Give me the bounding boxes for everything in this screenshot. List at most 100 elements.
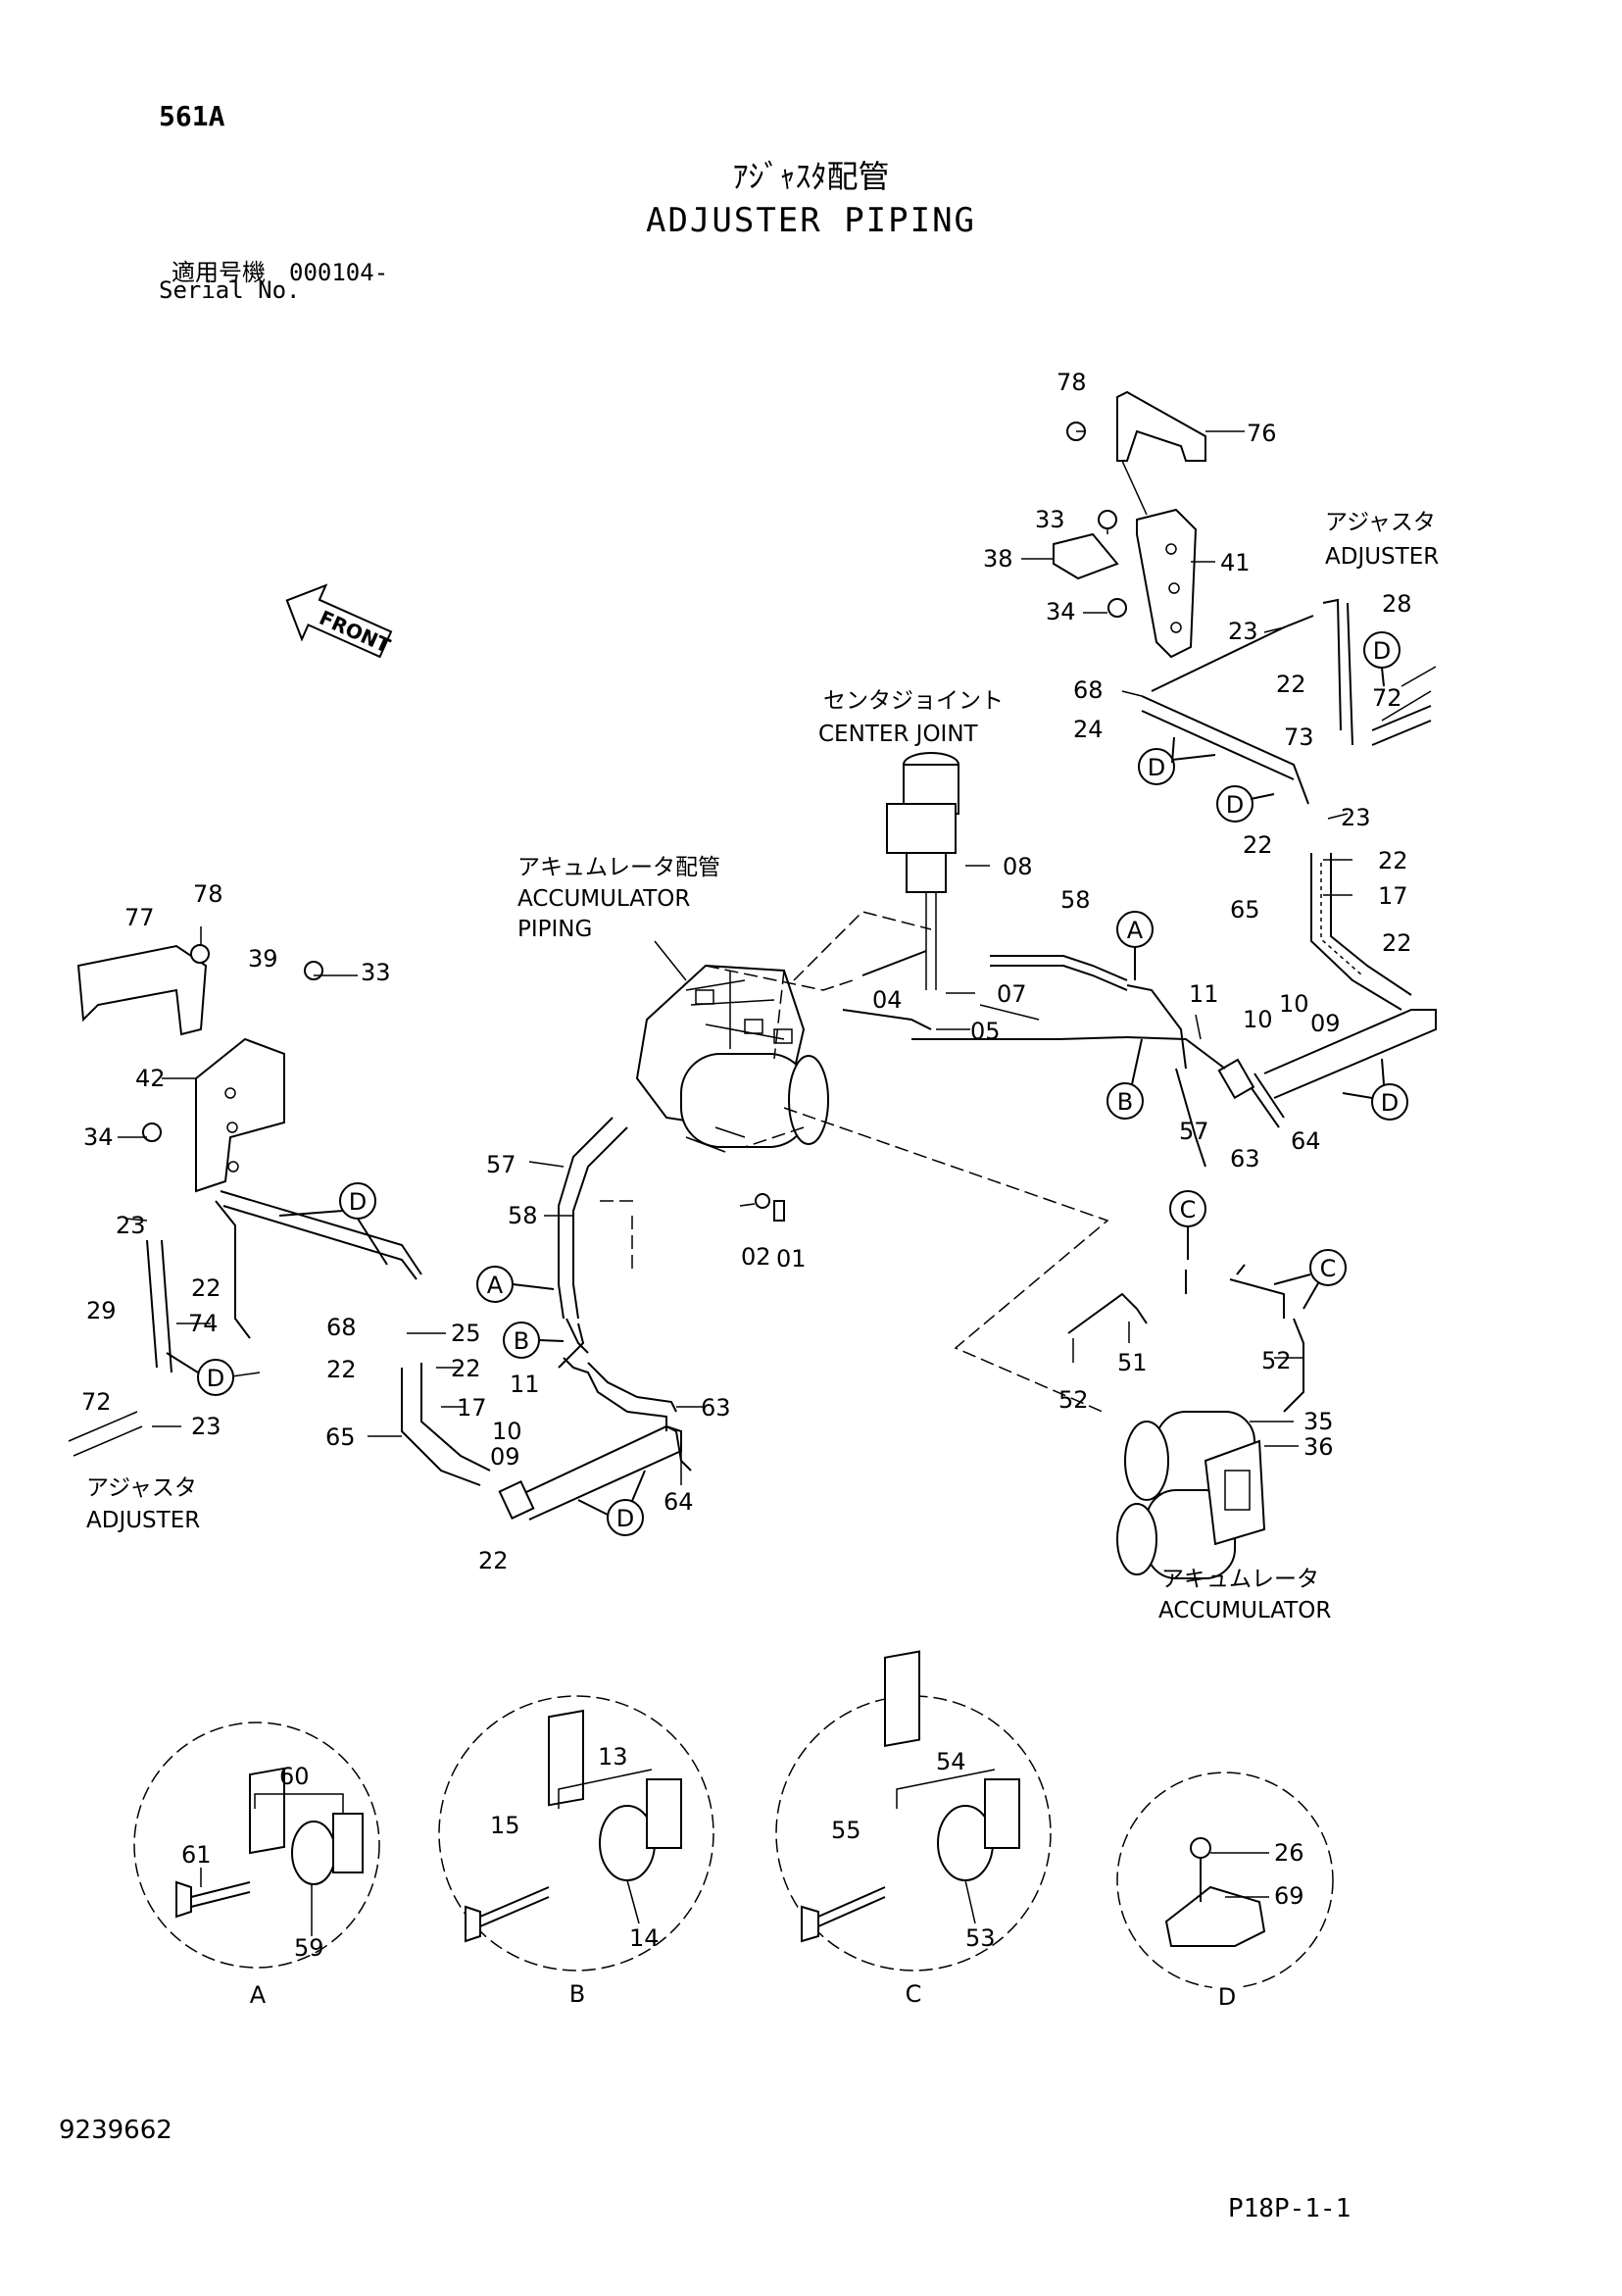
center-joint xyxy=(886,752,959,990)
callout: 09 xyxy=(490,1443,520,1471)
front-label: FRONT xyxy=(316,606,394,658)
callout: 29 xyxy=(86,1297,117,1324)
svg-text:D: D xyxy=(1226,791,1244,819)
detail-view-a: A 60 61 59 xyxy=(133,1722,380,2009)
serial-label-japanese: 適用号機 000104- xyxy=(172,259,389,286)
svg-text:B: B xyxy=(514,1327,529,1355)
ref-marker-b: B xyxy=(1106,1038,1144,1120)
callout: 22 xyxy=(326,1356,357,1383)
svg-text:C: C xyxy=(1180,1196,1197,1223)
adjuster-left-jp: アジャスタ xyxy=(86,1475,197,1501)
ref-marker-c: C xyxy=(1169,1190,1206,1260)
bolt-34-icon xyxy=(1107,598,1127,618)
callout: 65 xyxy=(325,1423,356,1451)
callout: 15 xyxy=(490,1812,520,1839)
callout: 26 xyxy=(1274,1839,1304,1867)
callout: 63 xyxy=(701,1394,731,1422)
callout: 13 xyxy=(598,1743,628,1771)
callout: 41 xyxy=(1220,549,1251,576)
detail-letter: C xyxy=(906,1980,922,2008)
accumulator-piping-jp: アキュムレータ配管 xyxy=(517,855,720,880)
callout: 72 xyxy=(1372,684,1402,712)
callout: 39 xyxy=(248,945,278,973)
callout: 76 xyxy=(1247,420,1277,447)
title-japanese: ｱｼﾞｬｽﾀ配管 xyxy=(732,158,890,195)
adjuster-right-jp: アジャスタ xyxy=(1325,510,1436,535)
callout: 22 xyxy=(1382,929,1412,957)
callout: 52 xyxy=(1261,1347,1292,1374)
ref-marker-a: A xyxy=(476,1266,555,1303)
center-joint-label: CENTER JOINT xyxy=(818,722,979,747)
callout: 11 xyxy=(1189,980,1219,1008)
svg-text:D: D xyxy=(1148,754,1165,781)
svg-text:B: B xyxy=(1117,1088,1133,1116)
callout: 10 xyxy=(1279,990,1309,1018)
adjuster-right-label: ADJUSTER xyxy=(1325,544,1439,570)
callout: 58 xyxy=(1060,886,1091,914)
callout: 23 xyxy=(191,1413,221,1440)
bolt-78-left-icon xyxy=(190,944,210,964)
callout: 07 xyxy=(997,980,1027,1008)
callout: 59 xyxy=(294,1934,324,1962)
callout: 54 xyxy=(936,1748,966,1775)
callout: 69 xyxy=(1274,1882,1304,1910)
ref-marker-d: D xyxy=(1216,785,1275,823)
callout: 42 xyxy=(135,1065,166,1092)
callout: 17 xyxy=(1378,882,1408,910)
bracket-42 xyxy=(195,1037,285,1193)
bracket-77 xyxy=(76,944,208,1036)
callout: 34 xyxy=(1046,598,1076,625)
callout: 25 xyxy=(451,1320,481,1347)
svg-text:D: D xyxy=(1373,637,1391,665)
accumulator-jp: アキュムレータ xyxy=(1161,1567,1319,1592)
detail-letter: B xyxy=(569,1980,585,2008)
callout: 55 xyxy=(831,1817,861,1844)
callout: 61 xyxy=(181,1841,212,1869)
svg-text:D: D xyxy=(207,1365,224,1392)
callout: 10 xyxy=(492,1418,522,1445)
callout: 22 xyxy=(1243,831,1273,859)
callout: 24 xyxy=(1073,716,1104,743)
bracket-41 xyxy=(1136,508,1198,659)
callout: 34 xyxy=(83,1123,114,1151)
hose-57-58 xyxy=(558,1117,638,1413)
bolt-34-left-icon xyxy=(142,1123,162,1142)
callout: 22 xyxy=(1276,671,1306,698)
callout: 05 xyxy=(970,1018,1001,1045)
callout: 77 xyxy=(124,904,155,931)
callout: 14 xyxy=(629,1924,660,1952)
accumulator-label: ACCUMULATOR xyxy=(1158,1598,1331,1623)
callout: 38 xyxy=(983,545,1013,573)
pipe-51-52 xyxy=(1067,1264,1304,1413)
serial-label: Serial No. xyxy=(159,276,301,304)
swing-motor-assembly xyxy=(635,964,829,1153)
ref-marker-b: B xyxy=(503,1322,565,1359)
hose-left xyxy=(401,1363,491,1486)
svg-text:C: C xyxy=(1320,1255,1337,1282)
callout: 23 xyxy=(1228,618,1258,645)
document-number: 9239662 xyxy=(59,2116,172,2145)
callout: 73 xyxy=(1284,724,1314,751)
callout: 74 xyxy=(188,1310,219,1337)
ref-marker-d: D xyxy=(1138,736,1216,785)
callout: 57 xyxy=(1179,1118,1209,1145)
callout: 51 xyxy=(1117,1349,1148,1376)
ref-marker-d: D xyxy=(1363,631,1401,687)
hose-58-upper xyxy=(990,955,1206,1168)
callout: 33 xyxy=(1035,506,1065,533)
ref-marker-a: A xyxy=(1116,911,1154,980)
callout: 57 xyxy=(486,1151,516,1178)
callout: 64 xyxy=(1291,1127,1321,1155)
leader-lines xyxy=(118,430,1352,1485)
bracket-38 xyxy=(1053,532,1119,580)
center-joint-jp: センタジョイント xyxy=(823,688,1004,714)
callout: 11 xyxy=(510,1371,540,1398)
callout: 09 xyxy=(1310,1010,1341,1037)
detail-view-b: B 13 15 14 xyxy=(438,1695,714,2008)
callout: 10 xyxy=(1243,1006,1273,1033)
page-reference: P18P-1-1 xyxy=(1228,2194,1352,2223)
svg-text:D: D xyxy=(1381,1089,1399,1117)
ref-marker-c: C xyxy=(1273,1249,1347,1310)
page-code: 561A xyxy=(159,100,225,132)
